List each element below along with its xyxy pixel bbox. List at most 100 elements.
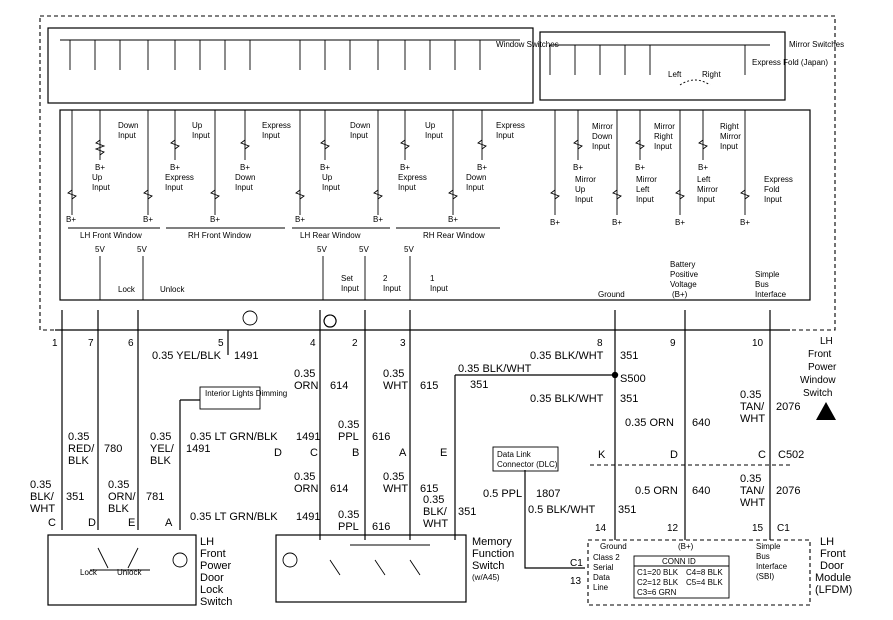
diagram-text: Front xyxy=(200,548,226,560)
diagram-text: 7 xyxy=(88,338,94,349)
wire-labels: 0.35 YEL/BLK 1491 0.35 BLK/ WHT 351 0.35… xyxy=(30,350,800,533)
diagram-text: LH Front Window xyxy=(80,231,142,240)
input-label: Input xyxy=(654,142,673,151)
input-label: Input xyxy=(592,142,611,151)
lower-inputs: 5V 5V 5V 5V 5V Lock Unlock Set Input 2 I… xyxy=(95,245,787,300)
memory-function-switch: Memory Function Switch (w/A45) xyxy=(275,534,514,603)
esd-sensitive-icon xyxy=(816,402,836,420)
diagram-text: 351 xyxy=(620,350,638,362)
diagram-text: A xyxy=(399,447,407,459)
diagram-text: 351 xyxy=(458,506,476,518)
input-label: Mirror xyxy=(654,122,675,131)
diagram-text: WHT xyxy=(740,497,765,509)
diagram-text: Battery xyxy=(670,260,695,269)
lh-front-power-window-switch-label: LH Front Power Window Switch xyxy=(800,336,837,420)
diagram-text: PPL xyxy=(338,431,359,443)
diagram-text: 614 xyxy=(330,483,348,495)
window-switches-box xyxy=(47,27,534,104)
diagram-text: B+ xyxy=(210,215,220,224)
diagram-text: WHT xyxy=(383,380,408,392)
diagram-text: Bus xyxy=(755,280,769,289)
diagram-text: WHT xyxy=(423,518,448,530)
diagram-text: Memory xyxy=(472,536,512,548)
input-label: Mirror xyxy=(592,122,613,131)
diagram-text: 0.35 xyxy=(68,431,89,443)
diagram-text: S500 xyxy=(620,373,646,385)
input-label: Input xyxy=(322,183,341,192)
splice-s500-dot xyxy=(611,371,619,379)
diagram-text: B+ xyxy=(612,218,622,227)
diagram-text: 616 xyxy=(372,431,390,443)
diagram-text: B+ xyxy=(550,218,560,227)
diagram-text: Door xyxy=(820,560,844,572)
diagram-text: 10 xyxy=(752,338,764,349)
diagram-text: BLK xyxy=(68,455,89,467)
diagram-text: 0.35 xyxy=(383,368,404,380)
diagram-text: LH Rear Window xyxy=(300,231,361,240)
diagram-text: 0.35 xyxy=(338,509,359,521)
diagram-text: (SBI) xyxy=(756,572,775,581)
diagram-text: RH Rear Window xyxy=(423,231,485,240)
input-labels: Down Input Up Input Express Input Down I… xyxy=(92,121,793,204)
diagram-text: TAN/ xyxy=(740,401,765,413)
diagram-text: 12 xyxy=(667,523,679,534)
diagram-text: RED/ xyxy=(68,443,95,455)
diagram-text: B+ xyxy=(675,218,685,227)
diagram-text: 4 xyxy=(310,338,316,349)
diagram-text: RH Front Window xyxy=(188,231,251,240)
door-lock-switch: Lock Unlock LH Front Power Door Lock Swi… xyxy=(47,534,232,608)
top-pins: 1 7 6 5 4 2 3 8 9 10 xyxy=(52,338,764,349)
diagram-text: 6 xyxy=(128,338,134,349)
diagram-text: Module xyxy=(815,572,851,584)
diagram-text: C2=12 BLK xyxy=(637,578,679,587)
diagram-text: (B+) xyxy=(672,290,688,299)
diagram-text: 1491 xyxy=(296,511,320,523)
diagram-text: B+ xyxy=(320,163,330,172)
input-label: Express xyxy=(262,121,291,130)
input-label: Left xyxy=(697,175,711,184)
diagram-text: C5=4 BLK xyxy=(686,578,723,587)
diagram-text: 1 xyxy=(430,274,435,283)
window-switch-outline xyxy=(39,15,836,331)
diagram-text: 0.35 BLK/WHT xyxy=(530,350,604,362)
inputs-box xyxy=(59,109,811,301)
diagram-text: ORN xyxy=(294,483,319,495)
diagram-text: 5V xyxy=(404,245,414,254)
diagram-text: Switch xyxy=(803,388,832,399)
diagram-text: Ground xyxy=(598,290,625,299)
diagram-text: Bus xyxy=(756,552,770,561)
diagram-text: Simple xyxy=(756,542,781,551)
diagram-text: 1491 xyxy=(186,443,210,455)
diagram-text: Set xyxy=(341,274,354,283)
diagram-text: 1807 xyxy=(536,488,560,500)
diagram-text: C1 xyxy=(570,558,583,569)
input-label: Input xyxy=(636,195,655,204)
diagram-text: PPL xyxy=(338,521,359,533)
diagram-text: 2076 xyxy=(776,401,800,413)
input-label: Up xyxy=(425,121,436,130)
diagram-text: B+ xyxy=(143,215,153,224)
diagram-text: 5 xyxy=(218,338,224,349)
diagram-text: BLK xyxy=(150,455,171,467)
diagram-text: 1491 xyxy=(296,431,320,443)
input-label: Express xyxy=(165,173,194,182)
input-label: Down xyxy=(350,121,370,130)
diagram-text: C502 xyxy=(778,449,804,461)
diagram-text: Data Link xyxy=(497,450,532,459)
input-label: Express xyxy=(398,173,427,182)
diagram-text: B+ xyxy=(295,215,305,224)
diagram-text: Window xyxy=(800,375,836,386)
input-label: Express xyxy=(496,121,525,130)
diagram-text: 5V xyxy=(359,245,369,254)
diagram-text: 0.5 PPL xyxy=(483,488,522,500)
diagram-text: 0.35 BLK/WHT xyxy=(458,363,532,375)
diagram-text: Interface xyxy=(756,562,788,571)
diagram-text: D xyxy=(274,447,282,459)
diagram-text: 0.35 xyxy=(294,471,315,483)
diagram-text: 0.35 xyxy=(740,389,761,401)
diagram-text: Ground xyxy=(600,542,627,551)
module-circle-icon xyxy=(242,310,258,326)
input-label: Input xyxy=(192,131,211,140)
express-fold-label: Express Fold (Japan) xyxy=(752,58,828,67)
